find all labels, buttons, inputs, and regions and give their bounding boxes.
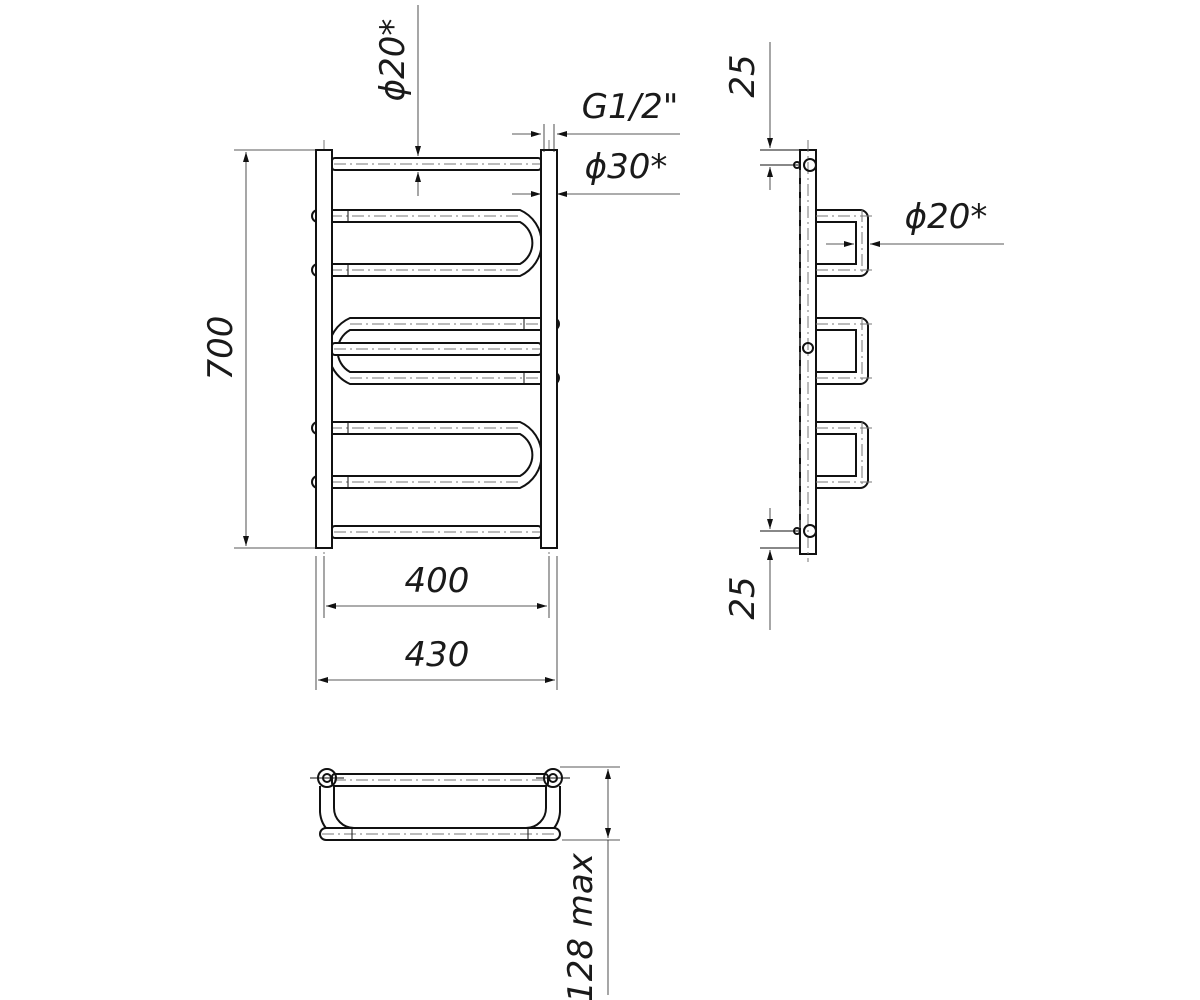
side-view: [760, 140, 876, 562]
label-thread: G1/2": [582, 87, 679, 127]
label-dia20-top: ϕ20*: [373, 19, 413, 102]
dimension-dia20-side: ϕ20*: [826, 197, 1004, 247]
side-loop-1: [815, 209, 869, 277]
label-25-top: 25: [723, 54, 763, 97]
side-loop-3: [815, 421, 869, 489]
dimension-dia30: ϕ30*: [512, 147, 680, 197]
u-loop-1: [311, 209, 543, 277]
label-dia30: ϕ30*: [585, 147, 668, 187]
top-view: [310, 768, 570, 842]
dimension-25-bottom: 25: [723, 508, 773, 630]
label-128: 128 max: [561, 852, 601, 1000]
dimension-400: 400: [323, 556, 550, 618]
label-430: 430: [405, 635, 470, 675]
dimension-dia20-top: ϕ20*: [373, 5, 421, 196]
front-view: [311, 140, 560, 558]
label-700: 700: [201, 316, 241, 381]
u-loop-3: [311, 421, 543, 489]
label-25-bottom: 25: [723, 576, 763, 619]
dimension-430: 430: [315, 556, 558, 690]
side-loop-2: [815, 317, 869, 385]
label-dia20-side: ϕ20*: [905, 197, 988, 237]
label-400: 400: [405, 561, 470, 601]
dimension-25-top: 25: [723, 42, 773, 190]
dimension-700: 700: [201, 149, 316, 549]
dimension-128: 128 max: [560, 766, 620, 1000]
dimension-thread: G1/2": [512, 87, 680, 152]
